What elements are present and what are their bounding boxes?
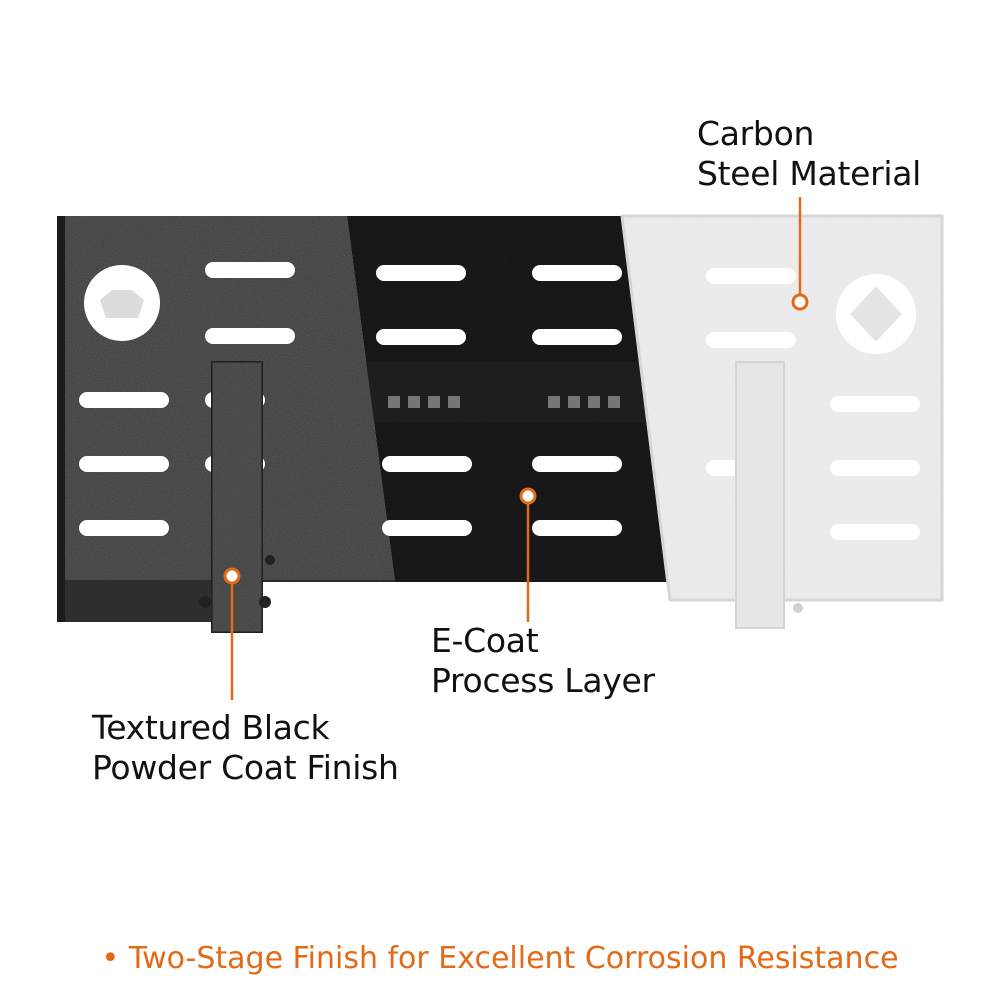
leader-ecoat (519, 487, 537, 622)
footer-bullet: • (101, 941, 120, 976)
callout-textured-black: Textured Black Powder Coat Finish (92, 708, 399, 788)
leader-carbon (791, 197, 809, 311)
callout-carbon-steel: Carbon Steel Material (697, 114, 921, 194)
callout-carbon-line2: Steel Material (697, 154, 922, 193)
mount-post-raw (735, 361, 785, 629)
footer-text: Two-Stage Finish for Excellent Corrosion… (128, 941, 899, 976)
callout-textured-line1: Textured Black (92, 708, 330, 747)
ecoat-section (347, 216, 670, 582)
callout-ecoat: E-Coat Process Layer (431, 621, 655, 701)
leader-textured (223, 567, 241, 700)
footer-tagline: • Two-Stage Finish for Excellent Corrosi… (0, 936, 1000, 982)
raw-steel-section (620, 214, 944, 629)
powder-coat-section (57, 216, 395, 633)
callout-ecoat-line1: E-Coat (431, 621, 539, 660)
callout-ecoat-line2: Process Layer (431, 661, 655, 700)
callout-carbon-line1: Carbon (697, 114, 815, 153)
callout-textured-line2: Powder Coat Finish (92, 748, 399, 787)
